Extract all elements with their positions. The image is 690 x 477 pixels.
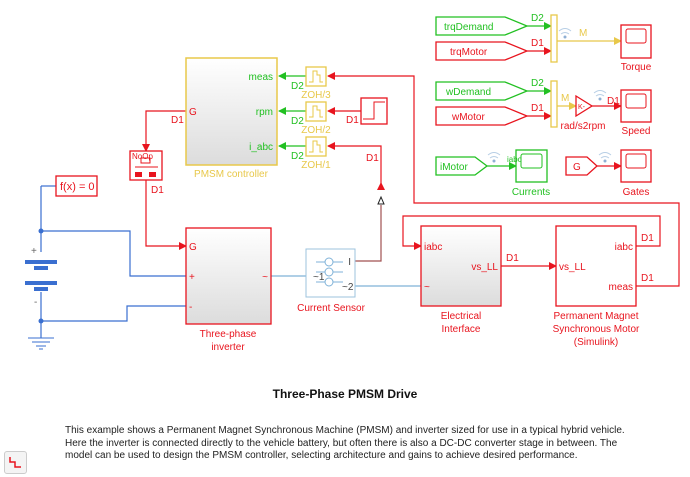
diagram-title: Three-Phase PMSM Drive [272,387,418,401]
pmsm-controller-block[interactable]: G meas rpm i_abc PMSM controller [185,57,278,180]
label-m: M [561,93,569,104]
svg-text:Gates: Gates [623,187,650,198]
label-d1: D1 [641,273,654,284]
label-d2: D2 [531,13,544,24]
svg-text:G: G [573,162,581,173]
svg-text:ZOH/2: ZOH/2 [301,125,331,136]
zoh-icon [9,457,21,468]
label-d1: D1 [346,115,359,126]
mux-speed[interactable] [550,80,558,128]
svg-text:iMotor: iMotor [440,162,468,173]
svg-text:-: - [34,297,37,308]
from-g[interactable]: G [565,156,598,176]
svg-text:Permanent Magnet: Permanent Magnet [553,311,638,322]
svg-text:K-: K- [578,104,586,111]
svg-text:meas: meas [609,282,633,293]
svg-text:PMSM controller: PMSM controller [194,169,269,180]
svg-text:i_abc: i_abc [249,142,273,153]
noop-block[interactable]: NoOp [129,150,163,181]
signal-logging-dots [492,35,607,163]
label-d1: D1 [366,153,379,164]
svg-text:ZOH/1: ZOH/1 [301,160,331,171]
label-m: M [579,28,587,39]
svg-text:f(x) = 0: f(x) = 0 [60,181,95,193]
from-wmotor[interactable]: wMotor [435,106,529,126]
svg-text:iabc: iabc [424,242,442,253]
svg-text:Torque: Torque [621,62,652,73]
three-phase-inverter-block[interactable]: G + - ~ Three-phase inverter [185,227,272,353]
electrical-interface-block[interactable]: iabc vs_LL ~ Electrical Interface [420,225,502,335]
ground-icon [28,337,54,350]
svg-text:meas: meas [249,72,273,83]
svg-text:G: G [189,242,197,253]
from-wdemand[interactable]: wDemand [435,81,529,101]
svg-text:inverter: inverter [211,342,245,353]
svg-text:Interface: Interface [442,324,481,335]
label-d2: D2 [291,116,304,127]
label-d2: D2 [291,151,304,162]
scope-torque[interactable]: Torque [620,24,652,73]
svg-text:ZOH/3: ZOH/3 [301,90,331,101]
svg-text:vs_LL: vs_LL [471,262,498,273]
from-trqdemand[interactable]: trqDemand [435,16,529,36]
signal-logging-icon [487,28,612,159]
svg-text:+: + [31,246,37,257]
svg-text:iabc: iabc [507,155,522,164]
svg-text:rad/s2rpm: rad/s2rpm [560,121,605,132]
svg-text:(Simulink): (Simulink) [574,337,618,348]
svg-text:rpm: rpm [256,107,273,118]
svg-text:~1: ~1 [313,272,325,283]
svg-text:Speed: Speed [622,126,651,137]
label-d1: D1 [641,233,654,244]
svg-text:~: ~ [262,272,268,283]
signal-labels: D2 D2 D2 D1 D1 D1 D1 D1 D1 D1 D2 D1 M D2… [151,13,654,284]
svg-text:trqDemand: trqDemand [444,22,493,33]
scope-speed[interactable]: Speed [620,89,652,137]
svg-text:Currents: Currents [512,187,550,198]
svg-text:+: + [189,272,195,283]
label-d1: D1 [607,96,620,107]
from-imotor[interactable]: iMotor [435,156,489,176]
model-browser-button[interactable] [4,451,27,474]
label-d1: D1 [531,38,544,49]
svg-text:~: ~ [424,282,430,293]
svg-text:wMotor: wMotor [451,112,485,123]
scope-gates[interactable]: Gates [620,149,652,198]
pmsm-motor-block[interactable]: vs_LL iabc meas Permanent Magnet Synchro… [553,225,640,348]
current-sensor-block[interactable]: I ~1 ~2 Current Sensor [297,248,366,314]
zoh1-block[interactable]: ZOH/1 [301,136,331,171]
svg-text:-: - [189,302,192,313]
svg-text:trqMotor: trqMotor [450,47,488,58]
svg-text:Electrical: Electrical [441,311,482,322]
step-block[interactable] [360,97,388,125]
svg-text:Current Sensor: Current Sensor [297,303,365,314]
svg-text:iabc: iabc [615,242,633,253]
zoh2-block[interactable]: ZOH/2 [301,101,331,136]
svg-text:Three-phase: Three-phase [200,329,257,340]
mux-torque[interactable] [550,14,558,63]
label-d1: D1 [151,185,164,196]
label-d1: D1 [531,103,544,114]
diagram-description: This example shows a Permanent Magnet Sy… [65,425,625,461]
label-d1: D1 [506,253,519,264]
label-d2: D2 [531,78,544,89]
gain-block[interactable]: K-rad/s2rpm [560,94,606,132]
svg-text:Synchronous Motor: Synchronous Motor [553,324,640,335]
svg-text:~2: ~2 [342,282,354,293]
svg-text:wDemand: wDemand [445,87,491,98]
svg-text:NoOp: NoOp [132,152,153,161]
label-d2: D2 [291,81,304,92]
from-trqmotor[interactable]: trqMotor [435,41,529,61]
battery-block[interactable]: + - [25,246,57,308]
svg-text:I: I [348,257,351,268]
zoh3-block[interactable]: ZOH/3 [301,66,331,101]
solver-configuration-block[interactable]: f(x) = 0 [55,175,98,197]
label-d1: D1 [171,115,184,126]
svg-text:G: G [189,107,197,118]
svg-text:vs_LL: vs_LL [559,262,586,273]
